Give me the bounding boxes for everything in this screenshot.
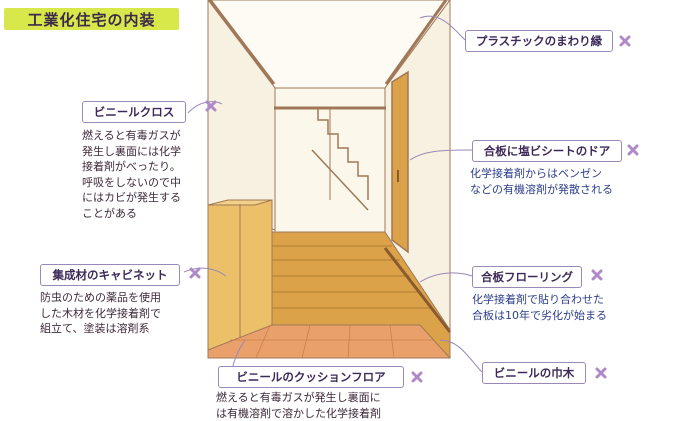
page-title: 工業化住宅の内装: [4, 8, 179, 30]
x-mark-icon: [627, 144, 639, 156]
label-vinyl-cloth: ビニールクロス: [82, 101, 186, 123]
x-mark-icon: [595, 367, 607, 379]
x-mark-icon: [411, 371, 423, 383]
desc-flooring: 化学接着剤で貼り合わせた 合板は10年で劣化が始まる: [472, 293, 607, 322]
staircase: [317, 108, 369, 200]
floor-tiles: [230, 324, 435, 359]
label-cushion-floor: ビニールのクッションフロア: [218, 366, 404, 388]
label-baseboard: ビニールの巾木: [482, 362, 586, 384]
x-mark-icon: [189, 267, 201, 279]
label-door: 合板に塩ビシートのドア: [472, 140, 622, 162]
cabinet-top: [207, 199, 273, 206]
crown-molding-left: [208, 0, 276, 85]
crown-molding-right: [384, 0, 448, 85]
label-cabinet: 集成材のキャビネット: [40, 264, 180, 286]
x-mark-icon: [205, 100, 217, 112]
label-flooring: 合板フローリング: [472, 266, 582, 288]
door: [391, 70, 409, 254]
baseboard: [383, 247, 452, 333]
x-mark-icon: [619, 35, 631, 47]
label-plastic-edge: プラスチックのまわり縁: [465, 30, 613, 52]
desc-cushion-floor: 燃えると有毒ガスが発生し裏面に は有機溶剤で溶かした化学接着剤: [216, 391, 381, 420]
x-mark-icon: [591, 269, 603, 281]
stair-rail: [311, 149, 369, 211]
desc-door: 化学接着剤からはベンゼン などの有機溶剤が発散される: [470, 167, 613, 196]
desc-cabinet: 防虫のための薬品を使用 した木材を化学接着剤で 組立て、塗装は溶剤系: [40, 291, 161, 335]
floor-boards: [272, 245, 430, 309]
desc-vinyl-cloth: 燃えると有毒ガスが 発生し裏面には化学 接着剤がべったり。 呼吸をしないので中 …: [82, 129, 181, 220]
